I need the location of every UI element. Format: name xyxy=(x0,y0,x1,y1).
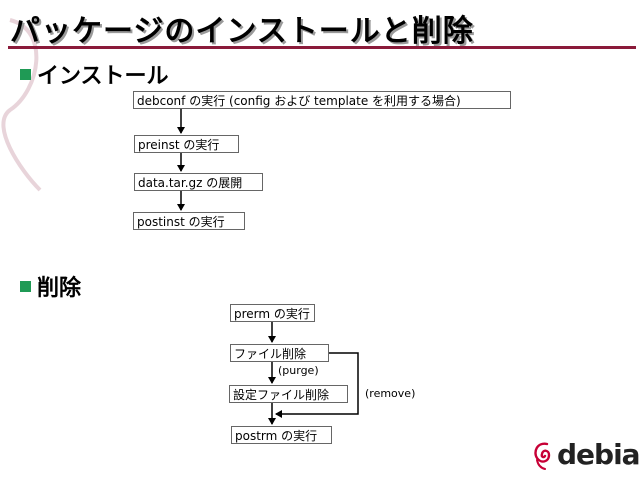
background-swirl-decoration xyxy=(1,18,42,192)
section-install-heading: インストール xyxy=(20,58,169,90)
page-title: パッケージのインストールと削除 xyxy=(10,14,474,49)
remove-step-postrm: postrm の実行 xyxy=(231,426,332,444)
purge-edge-label: (purge) xyxy=(278,364,319,377)
install-heading-text: インストール xyxy=(37,64,169,89)
section-remove-heading: 削除 xyxy=(20,270,81,302)
install-step-preinst: preinst の実行 xyxy=(134,135,239,153)
remove-step-prerm: prerm の実行 xyxy=(230,304,315,322)
remove-heading-text: 削除 xyxy=(37,276,82,301)
debian-logo: debian xyxy=(533,438,640,471)
remove-step-delete-files: ファイル削除 xyxy=(230,344,329,362)
title-underline xyxy=(8,46,636,49)
remove-edge-label: (remove) xyxy=(365,387,416,400)
remove-step-delete-config: 設定ファイル削除 xyxy=(229,385,348,403)
green-square-bullet-icon xyxy=(20,280,31,292)
arrow-remove-bypass xyxy=(275,352,359,418)
install-step-unpack: data.tar.gz の展開 xyxy=(134,173,263,191)
install-step-debconf: debconf の実行 (config および template を利用する場合… xyxy=(133,91,511,109)
install-step-postinst: postinst の実行 xyxy=(133,212,245,230)
debian-swirl-icon xyxy=(534,442,551,470)
green-square-bullet-icon xyxy=(20,68,31,80)
debian-wordmark: debian xyxy=(557,438,640,471)
